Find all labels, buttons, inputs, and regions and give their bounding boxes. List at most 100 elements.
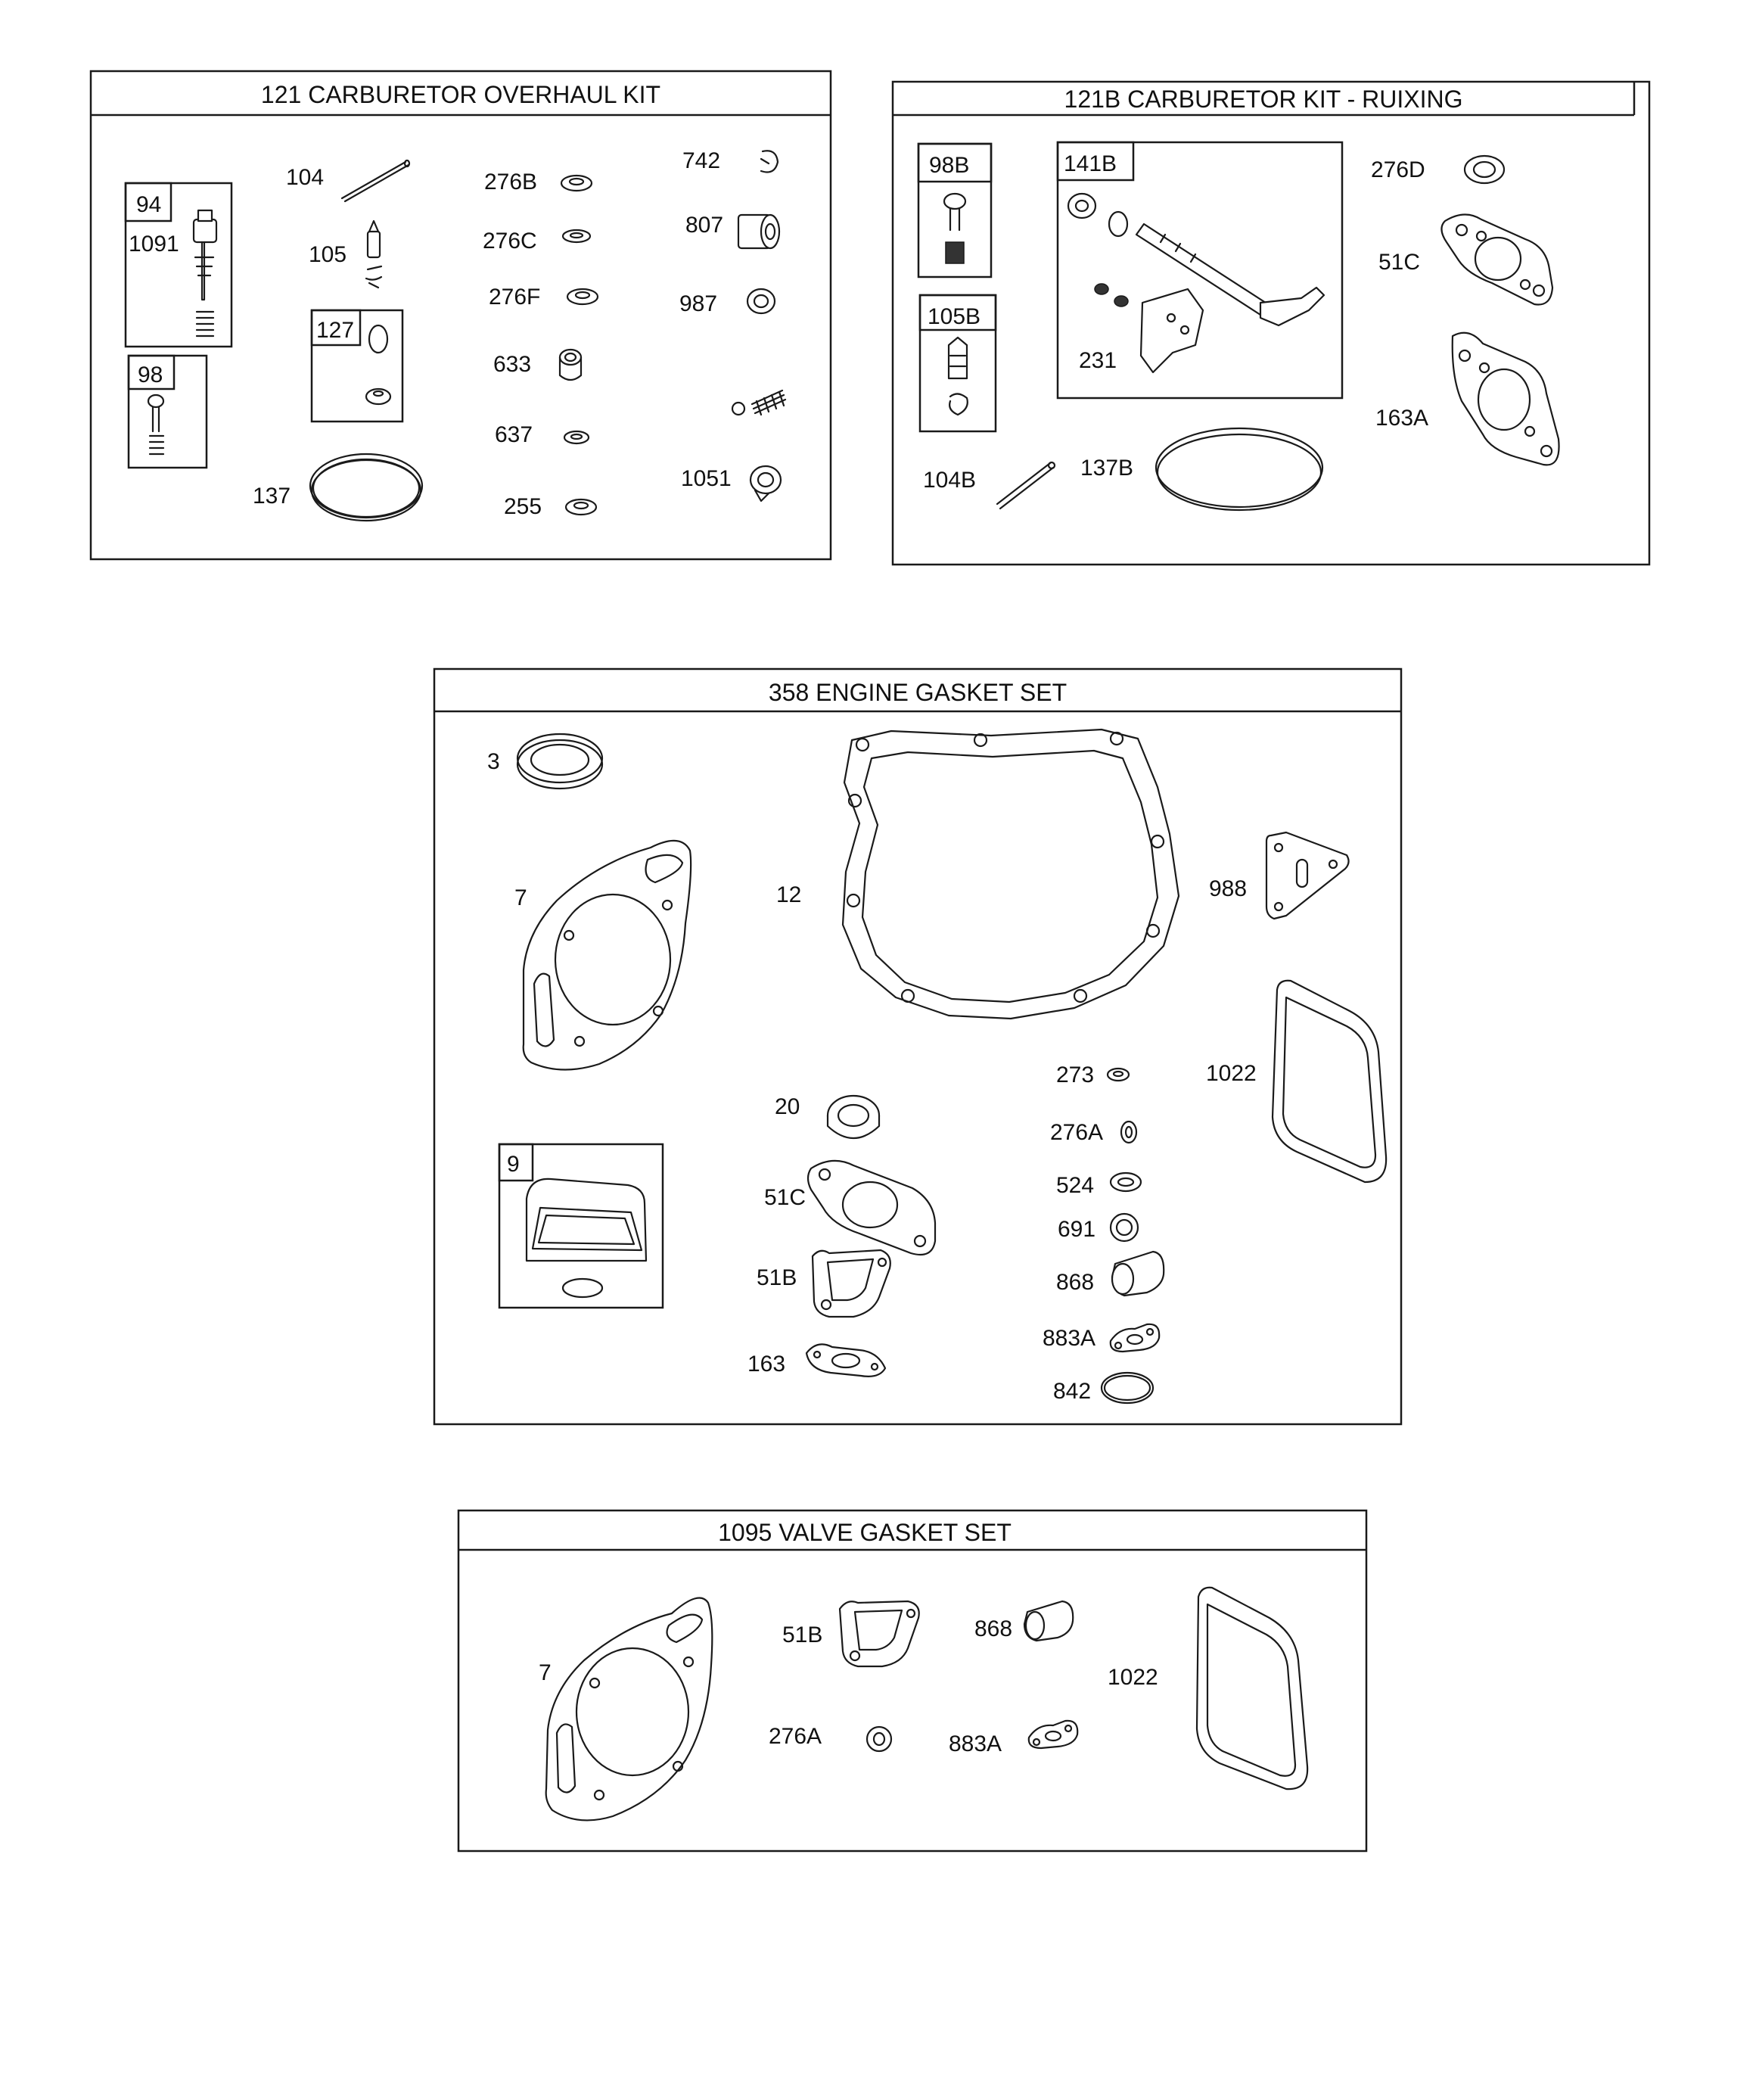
- washer-part: [566, 288, 599, 306]
- part-label: 137: [253, 484, 291, 509]
- part-label: 3: [487, 749, 500, 774]
- seal-part: [826, 1094, 881, 1140]
- part-label: 842: [1053, 1379, 1091, 1404]
- pin-part: [996, 461, 1056, 510]
- screw-part: [943, 192, 967, 264]
- part-label: 883A: [949, 1731, 1002, 1756]
- washer-part: [1106, 1067, 1130, 1082]
- part-label: 987: [679, 291, 717, 316]
- head-gasket-part: [522, 839, 692, 1071]
- washer-part: [1109, 1171, 1142, 1193]
- valve-cover-gasket-part: [1195, 1586, 1309, 1790]
- kit-121-carburetor-overhaul: 121 CARBURETOR OVERHAUL KIT 94 98 127 10…: [89, 70, 832, 561]
- part-label: 276F: [489, 285, 540, 310]
- gasket-part: [1109, 1323, 1161, 1353]
- head-gasket-part: [545, 1597, 713, 1822]
- kit-title: 1095 VALVE GASKET SET: [718, 1519, 1012, 1546]
- part-label: 276B: [484, 170, 537, 194]
- part-label: 105: [309, 242, 347, 267]
- part-label: 104: [286, 165, 324, 190]
- gasket-part: [1451, 331, 1560, 466]
- part-label: 51B: [757, 1265, 797, 1290]
- clip-part: [760, 150, 779, 173]
- float-valve-part: [365, 219, 383, 289]
- gasket-part: [838, 1600, 920, 1668]
- part-label: 868: [974, 1616, 1012, 1641]
- retainer-part: [749, 465, 782, 502]
- part-label: 12: [776, 882, 801, 907]
- subkit-label: 9: [507, 1152, 520, 1177]
- part-label: 988: [1209, 876, 1247, 901]
- gasket-part: [805, 1343, 887, 1377]
- spacer-part: [737, 213, 781, 250]
- part-label: 868: [1056, 1270, 1094, 1295]
- grommet-part: [746, 288, 776, 315]
- part-label: 691: [1058, 1217, 1095, 1242]
- bushing-part: [1109, 1212, 1139, 1243]
- part-label: 637: [495, 422, 533, 447]
- valve-cover-gasket-part: [525, 1178, 648, 1299]
- washer-part: [1120, 1120, 1138, 1144]
- spring-part: [731, 389, 787, 416]
- part-label: 104B: [923, 468, 976, 493]
- gasket-ring-part: [309, 453, 424, 522]
- kit-121b-carburetor-ruixing: 121B CARBURETOR KIT - RUIXING 98B 105B 1…: [891, 80, 1651, 566]
- part-label: 276D: [1371, 157, 1425, 182]
- part-label: 742: [682, 148, 720, 173]
- subkit-label: 105B: [928, 304, 981, 329]
- gasket-part: [811, 1249, 891, 1318]
- pin-part: [340, 159, 411, 203]
- part-label: 51B: [782, 1622, 822, 1647]
- part-label: 7: [539, 1660, 552, 1685]
- part-label: 51C: [764, 1185, 806, 1210]
- part-label: 255: [504, 494, 542, 519]
- seal-ring-part: [516, 733, 604, 790]
- shaft-assembly-part: [1067, 192, 1325, 374]
- screw-part: [147, 394, 165, 456]
- part-label: 883A: [1043, 1326, 1095, 1351]
- washer-part: [560, 174, 593, 192]
- washer-part: [561, 229, 592, 244]
- part-label: 273: [1056, 1062, 1094, 1087]
- kit-title: 358 ENGINE GASKET SET: [769, 679, 1067, 706]
- washer-part: [866, 1725, 893, 1753]
- part-label: 51C: [1378, 250, 1420, 275]
- part-label: 807: [685, 213, 723, 238]
- valve-seal-part: [1023, 1600, 1074, 1642]
- bushing-part: [558, 348, 583, 381]
- part-label: 633: [493, 352, 531, 377]
- kit-1095-valve-gasket-set: 1095 VALVE GASKET SET 51B 868 7 1022 276…: [457, 1509, 1368, 1853]
- subkit-label: 98: [138, 362, 163, 387]
- part-label: 20: [775, 1094, 800, 1119]
- o-ring-part: [1100, 1371, 1155, 1405]
- gasket-part: [1027, 1719, 1079, 1750]
- kit-title: 121 CARBURETOR OVERHAUL KIT: [261, 81, 660, 108]
- subkit-label: 98B: [929, 153, 969, 178]
- needle-valve-part: [192, 209, 218, 338]
- part-label: 276A: [769, 1724, 822, 1749]
- subkit-label: 94: [136, 192, 161, 217]
- part-label: 1022: [1206, 1061, 1257, 1086]
- part-label: 524: [1056, 1173, 1094, 1198]
- crankcase-gasket-part: [841, 728, 1180, 1020]
- part-label: 276A: [1050, 1120, 1103, 1145]
- part-label: 231: [1079, 348, 1117, 373]
- part-label: 276C: [483, 229, 537, 254]
- valve-seal-part: [1111, 1250, 1165, 1297]
- kit-title: 121B CARBURETOR KIT - RUIXING: [1064, 86, 1463, 113]
- washer-part: [1463, 154, 1506, 185]
- valve-cover-gasket-part: [1271, 979, 1388, 1184]
- part-label: 1091: [129, 232, 179, 257]
- part-label: 7: [514, 885, 527, 910]
- part-label: 163A: [1375, 406, 1428, 431]
- part-label: 137B: [1080, 456, 1133, 481]
- gasket-ring-part: [1155, 427, 1324, 512]
- part-label: 163: [747, 1352, 785, 1377]
- gasket-part: [806, 1159, 937, 1256]
- subkit-label: 141B: [1064, 151, 1117, 176]
- part-label: 1051: [681, 466, 732, 491]
- plate-gasket-part: [1265, 831, 1350, 920]
- washer-part: [563, 430, 590, 445]
- gasket-part: [1440, 213, 1554, 306]
- seat-part: [365, 324, 392, 406]
